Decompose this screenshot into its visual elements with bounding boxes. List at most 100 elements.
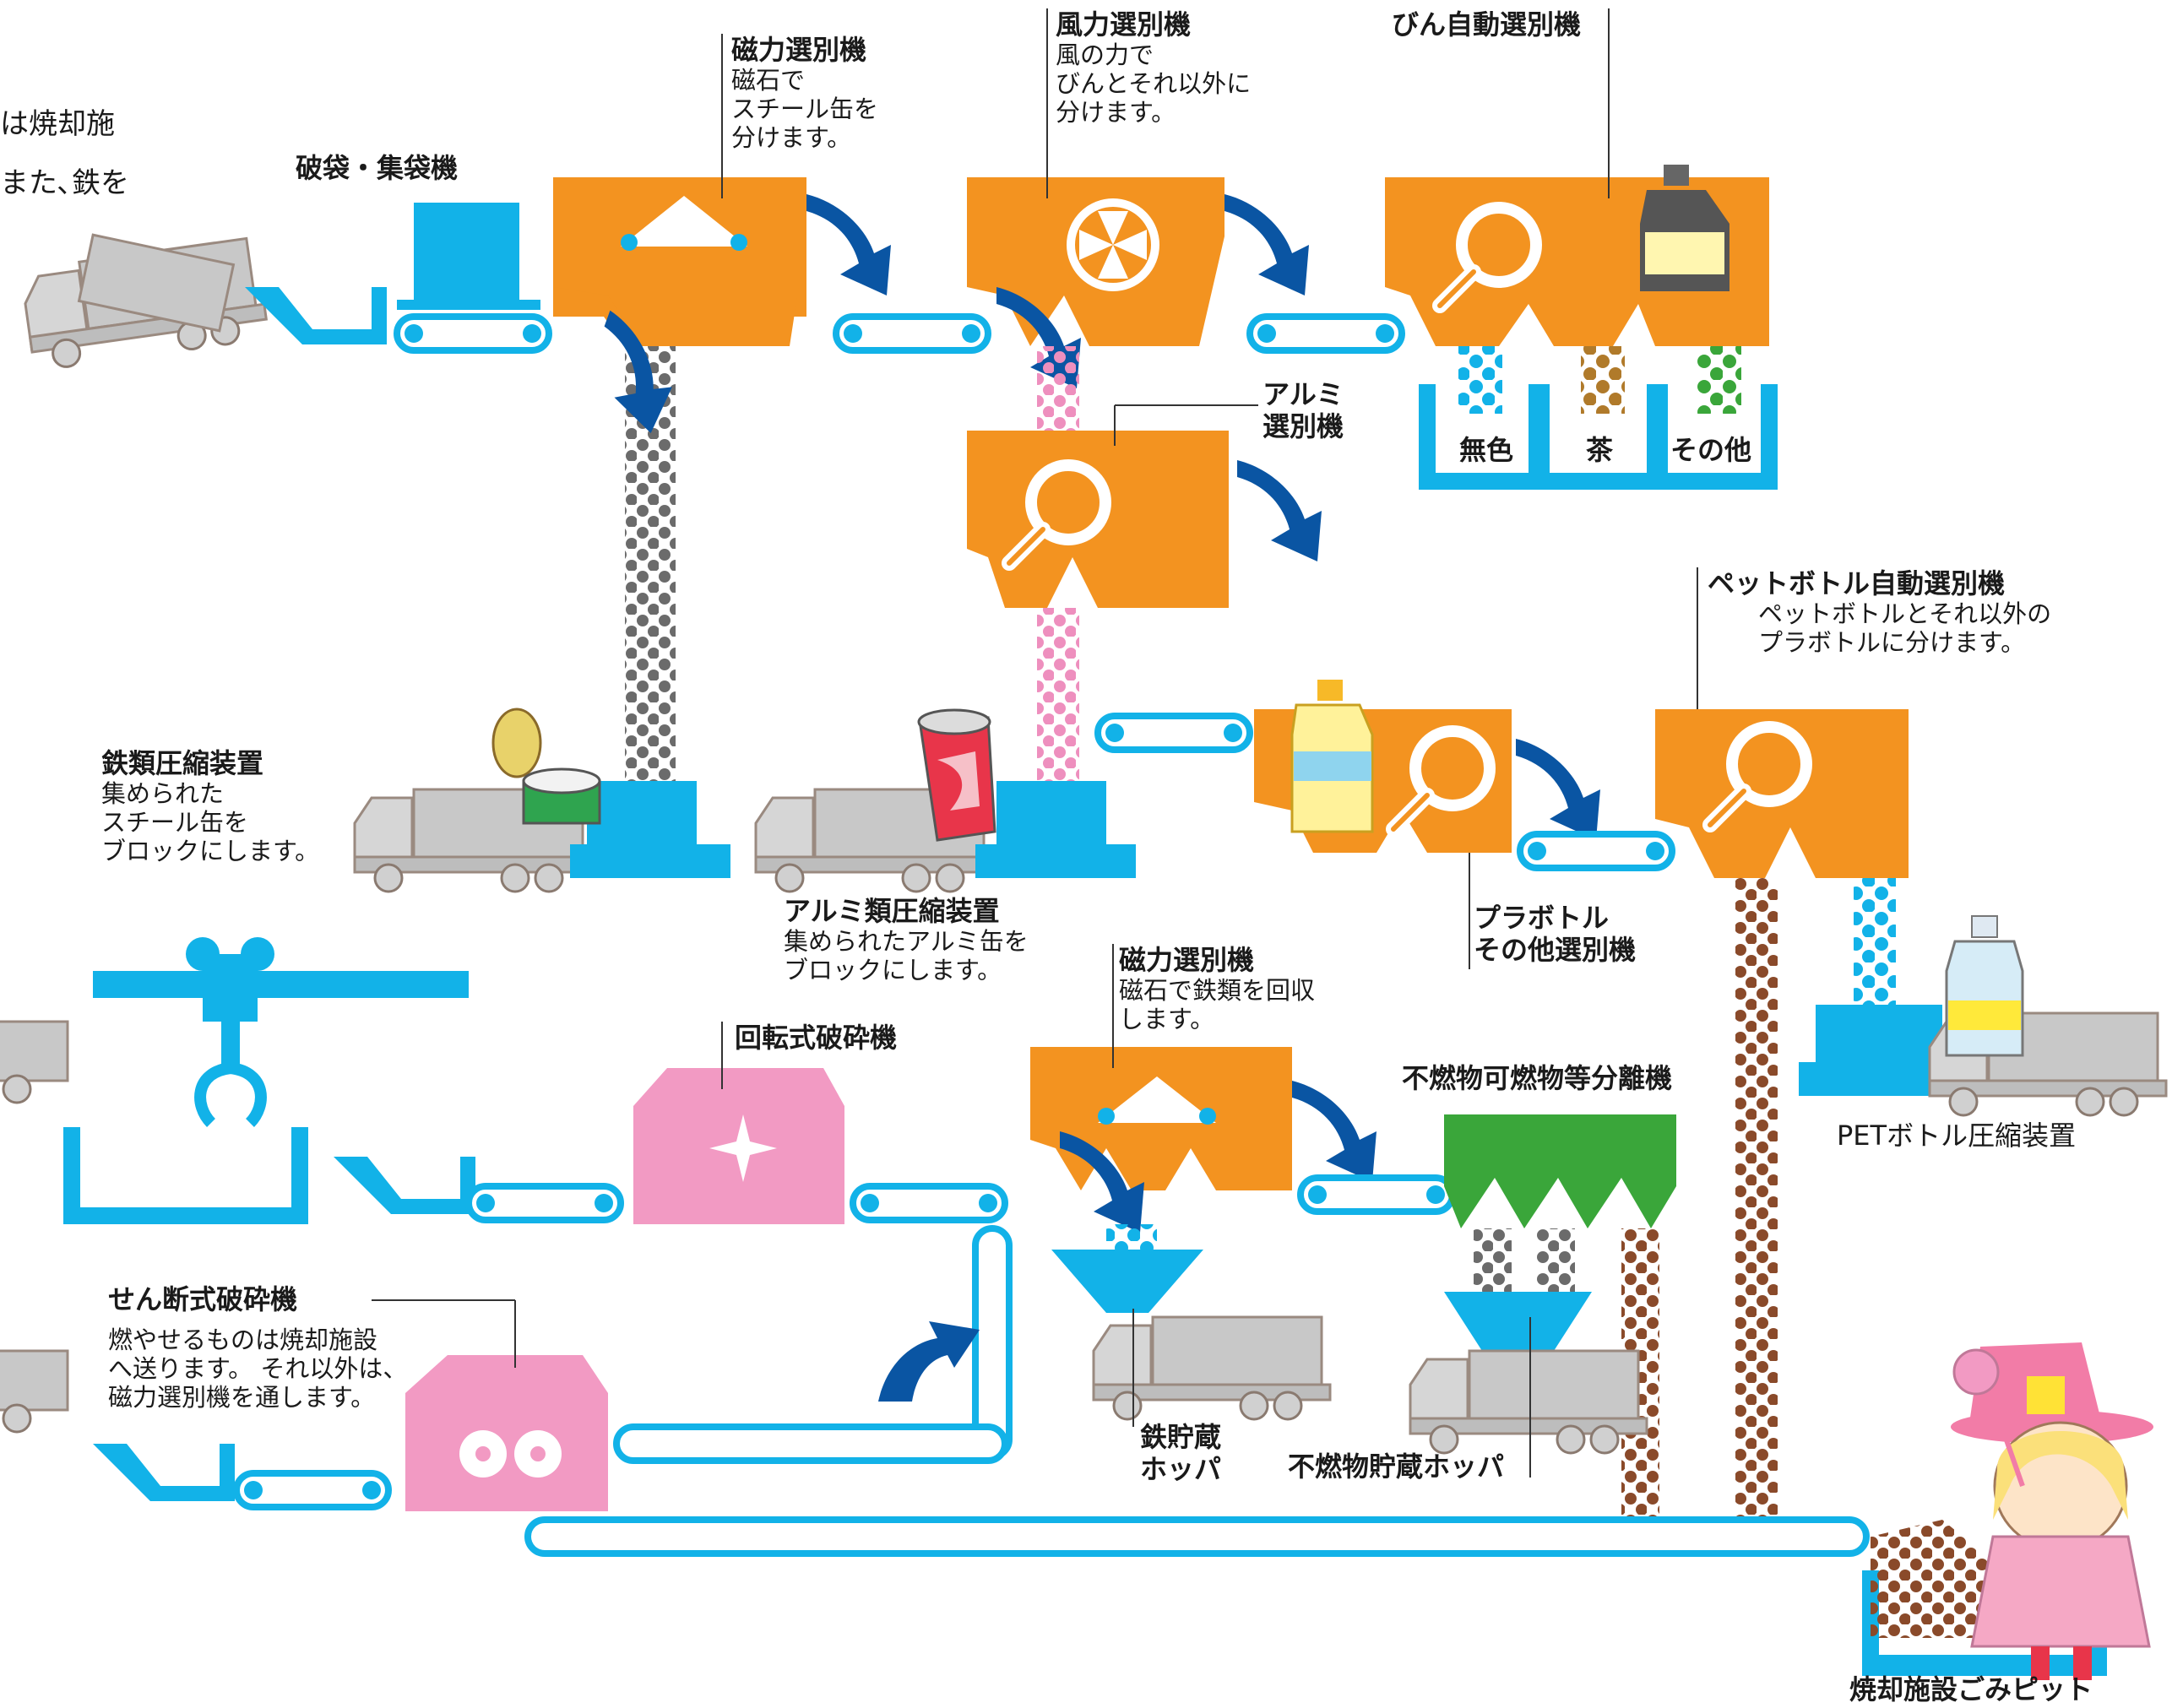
conveyor-5 <box>1520 834 1672 868</box>
wind-desc-3: 分けます。 <box>1056 98 1176 127</box>
shear-crusher-desc-3: 磁力選別機を通します。 <box>108 1383 376 1412</box>
bag-opener-label: 破袋・集袋機 <box>296 152 458 184</box>
bin-other: その他 <box>1670 434 1752 466</box>
iron-hopper-label: 鉄貯蔵 ホッパ <box>1140 1421 1221 1485</box>
iron-hopper-title-2: ホッパ <box>1140 1453 1222 1485</box>
bottle-auto-label: びん自動選別機 <box>1392 8 1581 41</box>
pet-bottle-icon <box>1945 915 2024 1057</box>
steel-press-desc-3: ブロックにします。 <box>101 837 320 865</box>
truck-iron <box>1092 1315 1332 1421</box>
magnetic-separator-bottom <box>1030 1047 1292 1190</box>
bag-opener-title: 破袋・集袋機 <box>296 152 459 184</box>
arrow-icon <box>1237 460 1322 561</box>
incombustible-hopper-label: 不燃物貯蔵ホッパ <box>1288 1450 1504 1483</box>
conveyor-2 <box>836 317 988 350</box>
plastic-bottle-icon <box>1290 680 1374 833</box>
incombustible-sep-title: 不燃物可燃物等分離機 <box>1402 1062 1673 1094</box>
steel-press-desc-2: スチール缶を <box>101 808 249 837</box>
truck-bottom-left <box>0 1349 69 1434</box>
conveyor-9 <box>236 1473 388 1507</box>
incombustible-separator <box>1444 1114 1676 1228</box>
pet-press <box>1799 915 2168 1117</box>
arrow-icon <box>1224 194 1309 296</box>
conveyor-4 <box>1098 716 1250 750</box>
shear-crusher-desc-1: 燃やせるものは焼却施設 <box>108 1326 378 1354</box>
magnetic-top-desc-2: スチール缶を <box>731 95 879 123</box>
magnetic-bottom-desc-2: します。 <box>1119 1005 1215 1033</box>
magnetic-bottom-desc-1: 磁石で鉄類を回収 <box>1119 976 1316 1005</box>
wind-separator <box>967 177 1224 346</box>
plastic-other-title-1: プラボトル <box>1474 902 1610 934</box>
aluminum-press-label: アルミ類圧縮装置 集められたアルミ缶を ブロックにします。 <box>784 895 1029 984</box>
rotary-crusher <box>633 1068 844 1224</box>
pet-stream <box>1854 878 1896 1022</box>
plastic-other-title-2: その他選別機 <box>1474 934 1637 966</box>
aluminum-press <box>754 708 1136 893</box>
steel-press <box>353 708 730 893</box>
vertical-conveyor <box>972 1225 1013 1460</box>
long-conveyor-middle <box>613 1423 1008 1464</box>
rotary-crusher-label: 回転式破砕機 <box>735 1022 897 1054</box>
intro-text-line-1: は焼却施 <box>0 107 115 141</box>
magnetic-top-label: 磁力選別機 磁石で スチール缶を 分けます。 <box>731 34 878 152</box>
steel-press-title: 鉄類圧縮装置 <box>101 747 264 779</box>
wind-desc-2: びんとそれ以外に <box>1056 69 1252 98</box>
tin-can-icon <box>491 708 601 825</box>
aluminum-press-desc-1: 集められたアルミ缶を <box>784 927 1029 956</box>
steel-press-label: 鉄類圧縮装置 集められた スチール缶を ブロックにします。 <box>101 747 319 865</box>
truck-lower-left <box>0 1020 69 1104</box>
magnetic-top-desc-1: 磁石で <box>731 66 806 95</box>
shear-crusher-title: せん断式破砕機 <box>108 1283 298 1315</box>
pet-auto-title: ペットボトル自動選別機 <box>1708 567 2006 599</box>
plastic-other-label: プラボトル その他選別機 <box>1474 902 1636 966</box>
intro-text-line-2: また､鉄を <box>0 166 129 200</box>
aluminum-sorter-label: アルミ 選別機 <box>1262 378 1344 442</box>
bottle-auto-title: びん自動選別機 <box>1392 8 1582 41</box>
conveyor-8 <box>1300 1178 1453 1212</box>
incombustible-hopper-title: 不燃物貯蔵ホッパ <box>1288 1450 1505 1483</box>
steel-press-desc-1: 集められた <box>101 779 225 808</box>
magnetic-bottom-label: 磁力選別機 磁石で鉄類を回収 します。 <box>1119 944 1315 1033</box>
arrow-icon <box>1292 1081 1377 1182</box>
colorless-glass-stream <box>1458 346 1502 414</box>
wind-label: 風力選別機 風の力で びんとそれ以外に 分けます。 <box>1056 8 1251 127</box>
plastic-other-sorter <box>1254 680 1512 853</box>
magnetic-top-title: 磁力選別機 <box>731 34 867 66</box>
truck-incombustible <box>1409 1349 1648 1455</box>
pet-auto-desc-2: プラボトルに分けます。 <box>1758 628 2026 657</box>
wind-title: 風力選別機 <box>1056 8 1192 41</box>
bottle-auto-sorter <box>1385 165 1769 346</box>
glass-bins <box>1419 384 1778 490</box>
aluminum-sorter-title-1: アルミ <box>1262 378 1344 410</box>
shear-crusher <box>405 1355 608 1511</box>
bottle-icon <box>1640 165 1729 291</box>
pet-press-title: PETボトル圧縮装置 <box>1837 1120 2077 1152</box>
pit-title: 焼却施設ごみピット <box>1849 1673 2093 1705</box>
bin-colorless: 無色 <box>1459 434 1514 466</box>
arrow-icon <box>1516 739 1600 840</box>
bag-opener-machine <box>397 203 540 310</box>
arrow-icon <box>878 1321 980 1402</box>
conveyor-7 <box>853 1186 1005 1220</box>
crane <box>93 937 469 1127</box>
incombustible-sep-label: 不燃物可燃物等分離機 <box>1402 1062 1672 1094</box>
rotary-crusher-title: 回転式破砕機 <box>735 1022 898 1054</box>
shear-crusher-desc-2: へ送ります。 それ以外は、 <box>108 1354 408 1383</box>
long-conveyor-bottom <box>524 1516 1870 1557</box>
aluminum-press-desc-2: ブロックにします。 <box>784 956 1002 984</box>
other-plastic-stream <box>1735 878 1778 1520</box>
conveyor-1 <box>397 317 549 350</box>
other-glass-stream <box>1697 346 1741 414</box>
conveyor-6 <box>469 1186 621 1220</box>
aluminum-press-title: アルミ類圧縮装置 <box>784 895 1000 927</box>
truck-1 <box>19 233 271 373</box>
pet-auto-label: ペットボトル自動選別機 ペットボトルとそれ以外の プラボトルに分けます。 <box>1708 567 2051 657</box>
aluminum-can-icon <box>917 708 996 842</box>
incombustible-hopper-funnel <box>1444 1292 1592 1351</box>
aluminum-sorter-title-2: 選別機 <box>1262 410 1344 442</box>
aluminum-sorter <box>967 431 1229 608</box>
wind-desc-1: 風の力で <box>1056 41 1154 69</box>
magnetic-top-desc-3: 分けます。 <box>731 123 852 152</box>
magnetic-separator-top <box>553 177 806 346</box>
